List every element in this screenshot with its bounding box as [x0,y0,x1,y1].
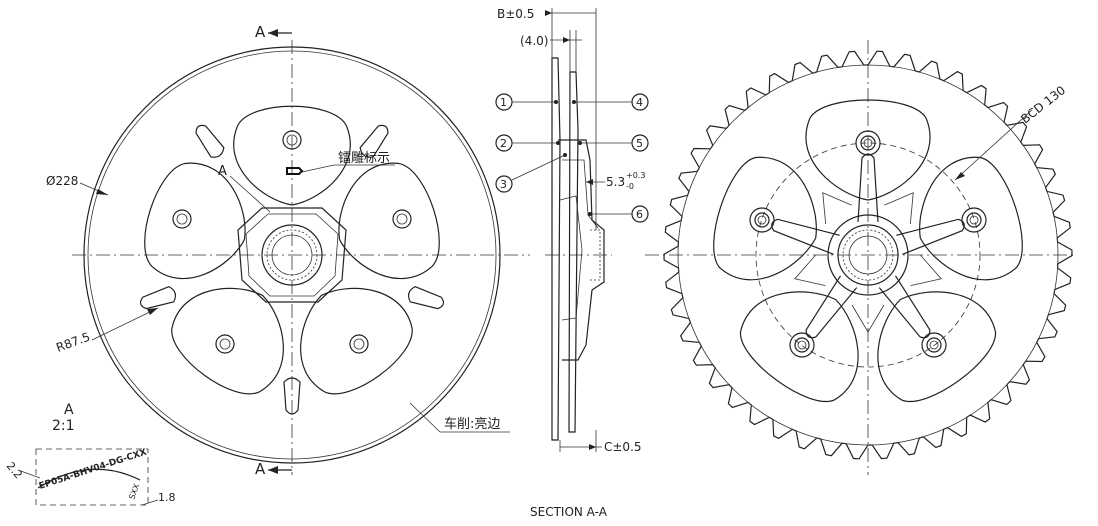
dim-4: (4.0) [520,34,548,48]
section-title: SECTION A-A [530,505,608,519]
detail-view-scale: 2:1 [52,418,75,434]
section-outer-plate [551,57,561,441]
detail-arc [37,468,141,489]
dim-53-upper: +0.3 [626,171,645,180]
balloon-1: 1 [495,93,556,111]
section-hub [558,139,605,361]
spider-hub [237,207,347,303]
dim-b: B±0.5 [497,7,534,21]
lightening-cutouts [144,105,440,395]
balloon-4: 4 [574,93,649,111]
dim-diameter: Ø228 [46,174,78,188]
engraving-mark [286,167,304,175]
section-arrow-bottom [268,466,278,474]
rear-bolt-holes [749,130,987,358]
detail-view-title: A [64,402,74,418]
small-slots [139,124,445,415]
section-marker-top: A [255,23,266,41]
tooth-root-circle [677,64,1059,446]
dim-53-lower: -0 [626,182,634,191]
section-arrow-top [268,29,278,37]
svg-text:3: 3 [500,178,507,191]
svg-text:6: 6 [636,208,643,221]
rear-cutouts [713,99,1023,403]
engraving-note: 镭雕标示 [338,151,390,166]
spline [266,229,318,281]
rear-view: BCD 130 [645,40,1075,475]
outer-disc-edge [83,46,501,464]
bolt-holes [172,130,412,354]
dim-53-base: 5.3 [606,175,625,189]
detail-dim-side: SXX [127,482,141,501]
hub-outer-ring [261,224,323,286]
front-view: 镭雕标示 A A A Ø228 R87.5 车削:亮边 [46,23,530,478]
svg-text:1: 1 [500,96,507,109]
dim-c: C±0.5 [604,440,642,454]
outer-disc-chamfer [87,50,497,460]
spider-arms [771,153,965,339]
bcd-circle [755,142,981,368]
section-inner-plate [568,71,579,433]
turning-note: 车削:亮边 [444,416,500,432]
rear-spline [842,229,894,281]
svg-text:5: 5 [636,137,643,150]
svg-text:4: 4 [636,96,643,109]
balloon-2: 2 [495,134,558,152]
svg-text:2: 2 [500,137,507,150]
section-view: B±0.5 (4.0) 5.3 +0.3 -0 C±0.5 1 2 3 [495,7,649,519]
balloon-6: 6 [590,205,649,223]
detail-view: A 2:1 EP05A-BHV04-DG-CXX 2.2 SXX 1.8 [4,402,176,506]
detail-boundary [35,448,149,506]
section-marker-bottom: A [255,460,266,478]
rear-hub-outer [827,214,909,296]
dim-bcd: BCD 130 [1018,83,1068,126]
dim-radius: R87.5 [54,330,92,355]
balloon-3: 3 [495,154,566,193]
detail-dim-18: 1.8 [158,491,176,504]
detail-a-label: A [218,164,227,179]
balloon-5: 5 [580,134,649,152]
detail-dim-22: 2.2 [4,460,25,482]
rear-hub-ring [837,224,899,286]
